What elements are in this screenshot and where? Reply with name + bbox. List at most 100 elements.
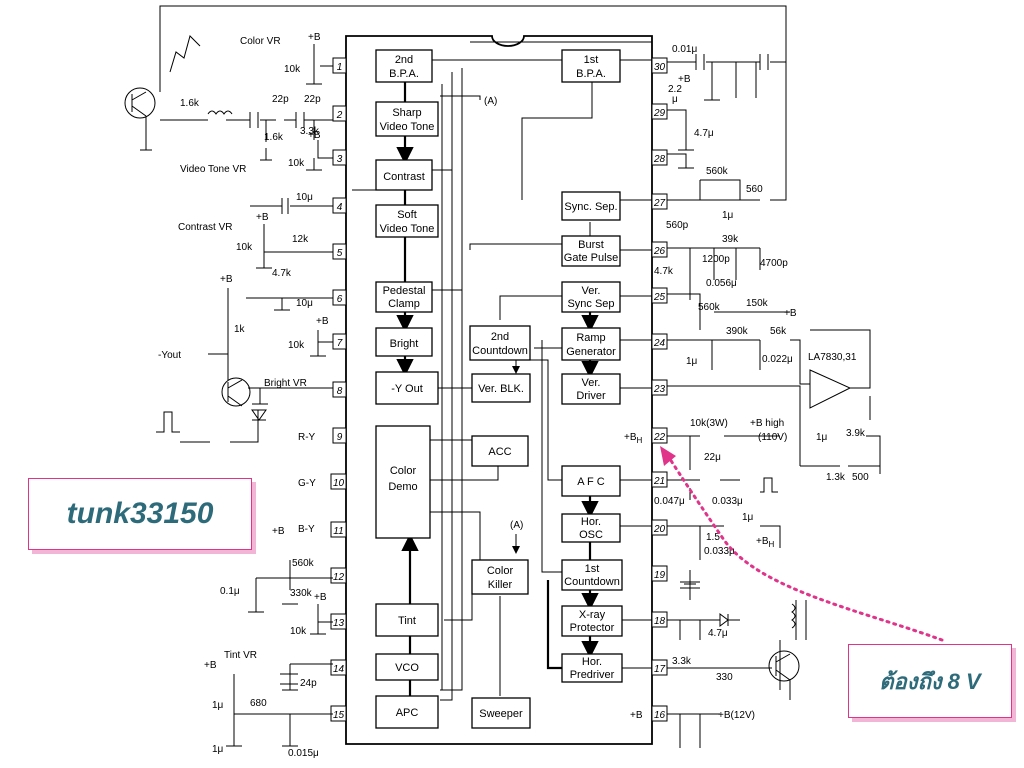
svg-text:560p: 560p [666, 220, 689, 231]
svg-text:4.7k: 4.7k [654, 266, 674, 277]
svg-text:Color: Color [390, 465, 417, 477]
author-tag: tunk33150 [28, 478, 252, 550]
svg-text:-Yout: -Yout [158, 350, 181, 361]
svg-text:Video Tone VR: Video Tone VR [180, 164, 246, 175]
block-1st-bpa: 1st B.P.A. [561, 49, 621, 83]
svg-text:Driver: Driver [576, 390, 606, 402]
transistor-q3 [768, 650, 800, 700]
pin-20: 20 [651, 519, 668, 536]
svg-text:Countdown: Countdown [472, 345, 528, 357]
block-2nd-bpa: 2nd B.P.A. [375, 49, 433, 83]
block-neg-y-out: -Y Out [375, 371, 439, 405]
svg-text:4.7μ: 4.7μ [708, 628, 728, 639]
svg-text:+B: +B [256, 212, 269, 223]
svg-text:Gate Pulse: Gate Pulse [564, 252, 618, 264]
block-acc: ACC [471, 435, 529, 467]
svg-text:22μ: 22μ [704, 452, 721, 463]
svg-text:APC: APC [396, 707, 419, 719]
pin-5: 5 [332, 243, 347, 260]
transistor-q1 [124, 87, 156, 151]
block-hor-osc: Hor. OSC [561, 513, 621, 543]
block-1st-countdown: 1st Countdown [561, 559, 623, 591]
svg-text:11: 11 [333, 526, 343, 537]
svg-text:+B: +B [630, 710, 643, 721]
svg-text:24p: 24p [300, 678, 317, 689]
svg-text:10k: 10k [288, 340, 305, 351]
svg-text:1.6k: 1.6k [264, 132, 284, 143]
svg-text:13: 13 [333, 618, 345, 629]
svg-text:12k: 12k [292, 234, 309, 245]
svg-text:390k: 390k [726, 326, 749, 337]
svg-text:1μ: 1μ [816, 432, 828, 443]
svg-text:Hor.: Hor. [581, 516, 601, 528]
block-ver-driver: Ver. Driver [561, 373, 621, 405]
svg-text:2nd: 2nd [395, 54, 413, 66]
svg-text:Killer: Killer [488, 579, 513, 591]
svg-text:Tint: Tint [398, 615, 416, 627]
svg-text:4.7μ: 4.7μ [694, 128, 714, 139]
svg-text:9: 9 [337, 432, 343, 443]
svg-text:Ramp: Ramp [576, 332, 605, 344]
block-2nd-countdown: 2nd Countdown [469, 325, 531, 361]
pin-17: 17 [651, 659, 668, 676]
svg-text:10k: 10k [284, 64, 301, 75]
block-color-demo: Color Demo [375, 425, 431, 539]
svg-text:OSC: OSC [579, 529, 603, 541]
pin-13: 13 [330, 613, 347, 630]
pin-21: 21 [651, 471, 668, 488]
svg-text:1200p: 1200p [702, 254, 730, 265]
block-vco: VCO [375, 653, 439, 681]
block-bright: Bright [375, 327, 433, 357]
svg-text:+B: +B [316, 316, 329, 327]
svg-text:LA7830,31: LA7830,31 [808, 352, 857, 363]
svg-text:27: 27 [653, 198, 666, 209]
svg-text:2nd: 2nd [491, 331, 509, 343]
svg-text:Ver.: Ver. [582, 285, 601, 297]
svg-text:10k(3W): 10k(3W) [690, 418, 728, 429]
pulse-waveform-icon [156, 411, 180, 433]
crystal-icon [280, 673, 298, 685]
svg-text:7: 7 [337, 338, 343, 349]
svg-text:1μ: 1μ [742, 512, 754, 523]
block-sync-sep: Sync. Sep. [561, 191, 621, 221]
pin-15: 15 [330, 705, 347, 722]
svg-text:Sync. Sep.: Sync. Sep. [564, 201, 617, 213]
crystal-icon [680, 570, 700, 600]
block-tint: Tint [375, 603, 439, 637]
svg-text:2: 2 [336, 110, 343, 121]
svg-text:23: 23 [653, 384, 666, 395]
block-burst-gate-pulse: Burst Gate Pulse [561, 235, 621, 267]
svg-text:B.P.A.: B.P.A. [389, 68, 419, 80]
pin-19: 19 [651, 565, 668, 582]
svg-text:Video Tone: Video Tone [380, 121, 435, 133]
svg-text:3.9k: 3.9k [846, 428, 866, 439]
svg-text:(A): (A) [510, 520, 523, 531]
external-wiring-left [159, 5, 787, 747]
block-xray-protector: X-ray Protector [561, 605, 623, 637]
svg-text:Burst: Burst [578, 239, 604, 251]
svg-text:22p: 22p [304, 94, 321, 105]
svg-text:+BH: +BH [624, 432, 643, 445]
pin-4: 4 [332, 197, 347, 214]
pin-11: 11 [330, 521, 347, 538]
svg-text:21: 21 [653, 476, 665, 487]
block-ver-blk: Ver. BLK. [471, 373, 531, 403]
svg-text:10μ: 10μ [296, 298, 313, 309]
svg-text:0.01μ: 0.01μ [672, 44, 697, 55]
svg-text:330k: 330k [290, 588, 313, 599]
svg-text:15: 15 [333, 710, 345, 721]
svg-text:0.047μ: 0.047μ [654, 496, 685, 507]
svg-text:24: 24 [653, 338, 666, 349]
svg-text:Predriver: Predriver [570, 669, 615, 681]
svg-text:14: 14 [333, 664, 345, 675]
pin-3: 3 [332, 149, 347, 166]
svg-text:18: 18 [654, 616, 666, 627]
svg-text:Sweeper: Sweeper [479, 708, 523, 720]
svg-text:4.7k: 4.7k [272, 268, 292, 279]
right-pins: 16 17 18 19 20 21 22 23 24 25 26 27 28 2… [651, 57, 668, 722]
svg-text:39k: 39k [722, 234, 739, 245]
svg-text:19: 19 [654, 570, 666, 581]
svg-text:2.2: 2.2 [668, 84, 682, 95]
svg-text:Color VR: Color VR [240, 36, 281, 47]
svg-text:680: 680 [250, 698, 267, 709]
